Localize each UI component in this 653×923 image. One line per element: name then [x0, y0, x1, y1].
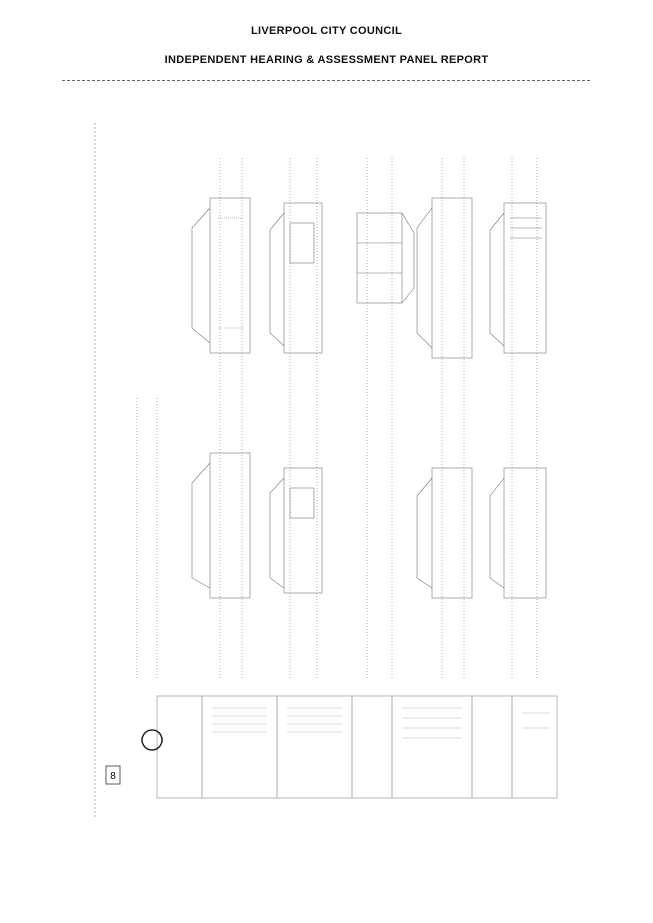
council-title: LIVERPOOL CITY COUNCIL — [250, 25, 403, 37]
header-divider — [62, 80, 590, 81]
elevation-column-4 — [416, 158, 473, 678]
section-column-3 — [356, 158, 415, 678]
title-block — [156, 695, 558, 799]
elevation-column-1 — [191, 158, 251, 678]
elevation-column-2 — [269, 158, 323, 678]
elevation-column-5 — [489, 158, 547, 678]
sheet-number: 8 — [110, 771, 116, 782]
report-title: INDEPENDENT HEARING & ASSESSMENT PANEL R… — [164, 54, 489, 66]
architectural-elevations-drawing: 8 — [92, 118, 572, 818]
